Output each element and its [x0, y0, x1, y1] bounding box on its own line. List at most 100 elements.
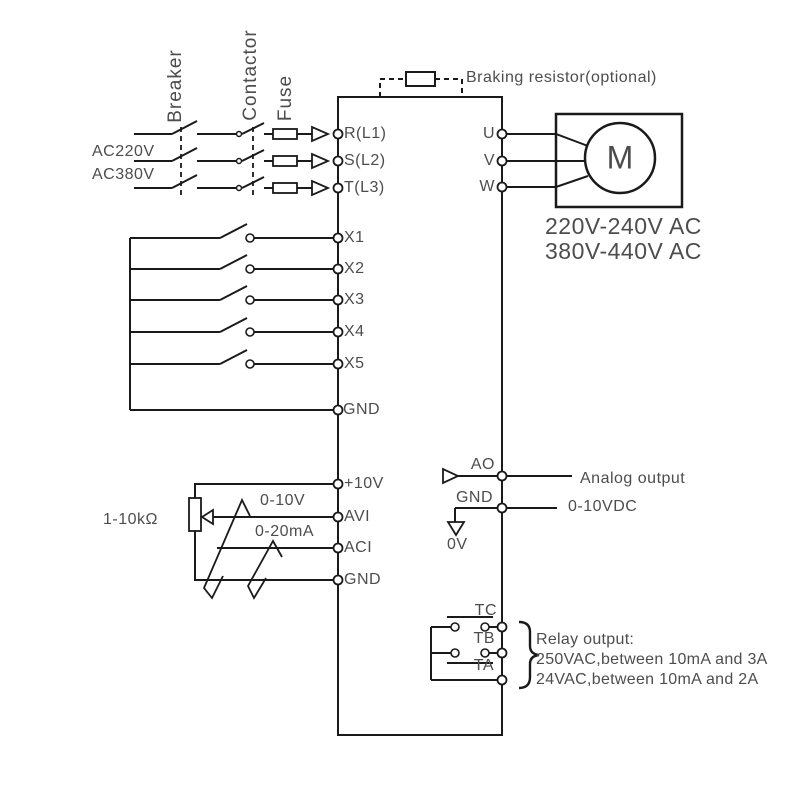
analog-output-group: [442, 467, 572, 537]
terminal-x5-label: X5: [344, 355, 365, 372]
terminal-u-label: U: [482, 125, 495, 142]
terminal-s-label: S(L2): [344, 152, 386, 169]
switch-blade: [219, 254, 248, 270]
terminal-w-label: W: [479, 178, 495, 195]
relay-output-desc-block: Relay output: 250VAC,between 10mA and 3A…: [536, 630, 768, 690]
terminal-gnd-circle: [332, 404, 344, 416]
motor-voltage-line1: 220V-240V AC: [545, 213, 702, 239]
terminal-x3-label: X3: [344, 291, 365, 308]
terminal-aci-label: ACI: [344, 539, 373, 556]
input-arrow-icon: [311, 125, 331, 143]
input-arrow-icon: [311, 152, 331, 170]
contactor-hinge: [235, 184, 243, 192]
terminal-x1-circle: [332, 232, 344, 244]
terminal-t-label: T(L3): [344, 179, 385, 196]
motor-voltage-block: 220V-240V AC 380V-440V AC: [545, 214, 702, 264]
pot-top-wire: [194, 483, 333, 498]
digital-inputs-group: [129, 223, 333, 411]
avi-range-label: 0-10V: [260, 492, 306, 509]
potentiometer-label: 1-10kΩ: [103, 511, 158, 528]
relay-output-line2: 250VAC,between 10mA and 3A: [536, 651, 768, 668]
switch-blade: [219, 349, 248, 365]
switch-blade: [219, 223, 248, 239]
terminal-gnd2-label: GND: [344, 571, 382, 588]
twisted-pair-mark-2: [246, 539, 283, 600]
relay-contact-tb: [431, 648, 498, 664]
terminal-x4-circle: [332, 326, 344, 338]
right-terminal-circles: [496, 128, 508, 686]
analog-output-desc: Analog output: [580, 470, 686, 487]
input-arrow-icon: [311, 179, 331, 197]
switch-x4: [130, 317, 333, 337]
switch-x5: [130, 349, 333, 369]
ground-arrow-icon: [446, 521, 466, 537]
terminal-t-circle: [332, 182, 344, 194]
relay-output-line1: Relay output:: [536, 631, 635, 648]
pot-bottom-wire: [194, 531, 333, 581]
motor-voltage-line2: 380V-440V AC: [545, 238, 702, 264]
fuse-symbol: [272, 128, 298, 140]
terminal-x5-circle: [332, 358, 344, 370]
power-input-row-t: [134, 174, 331, 197]
breaker-label: Breaker: [165, 49, 186, 123]
terminal-gnd-label: GND: [343, 401, 381, 418]
terminal-aci-circle: [332, 542, 344, 554]
terminal-r-label: R(L1): [344, 125, 387, 142]
supply-voltage-380: AC380V: [92, 166, 155, 183]
contactor-hinge: [235, 157, 243, 165]
terminal-ao-circle: [496, 470, 508, 482]
wire-u: [506, 133, 589, 147]
terminal-w-circle: [496, 181, 508, 193]
terminal-x1-label: X1: [344, 229, 365, 246]
switch-x2: [130, 254, 333, 274]
terminal-s-circle: [332, 155, 344, 167]
terminal-gnd3-circle: [496, 502, 508, 514]
relay-output-group: [430, 616, 540, 690]
breaker-switch-blade: [171, 120, 198, 135]
terminal-x4-label: X4: [344, 323, 365, 340]
fuse-label: Fuse: [275, 74, 296, 122]
zero-volt-label: 0V: [447, 536, 468, 553]
aci-range-label: 0-20mA: [255, 523, 315, 540]
terminal-x3-circle: [332, 294, 344, 306]
terminal-x2-circle: [332, 263, 344, 275]
braking-resistor-symbol: [379, 71, 463, 97]
motor-box: [554, 112, 684, 209]
relay-contact-tc: [431, 616, 498, 632]
breaker-switch-blade: [171, 147, 198, 162]
relay-brace: [518, 620, 540, 690]
ao-arrow-icon: [442, 467, 461, 485]
terminal-r-circle: [332, 128, 344, 140]
supply-voltage-220: AC220V: [92, 143, 155, 160]
power-input-row-r: [134, 120, 331, 143]
terminal-u-circle: [496, 128, 508, 140]
terminal-avi-circle: [332, 511, 344, 523]
analog-input-group: [188, 483, 333, 600]
twisted-pair-mark-1: [202, 497, 251, 600]
wire-w: [506, 175, 589, 188]
terminal-tb-circle: [496, 647, 508, 659]
terminal-tb-label: TB: [473, 630, 495, 647]
switch-blade: [219, 285, 248, 301]
terminal-avi-label: AVI: [344, 508, 371, 525]
terminal-gnd3-label: GND: [455, 489, 493, 506]
terminal-v-label: V: [483, 152, 495, 169]
analog-output-range: 0-10VDC: [568, 498, 638, 515]
switch-x1: [130, 223, 333, 243]
breaker-switch-blade: [171, 174, 198, 189]
fuse-symbol: [272, 182, 298, 194]
switch-x3: [130, 285, 333, 305]
terminal-ta-circle: [496, 674, 508, 686]
switch-blade: [219, 317, 248, 333]
left-terminal-circles: [332, 128, 344, 586]
terminal-gnd2-circle: [332, 574, 344, 586]
contactor-label: Contactor: [240, 29, 261, 121]
terminal-10v-circle: [332, 478, 344, 490]
relay-output-line3: 24VAC,between 10mA and 2A: [536, 671, 759, 688]
motor-symbol: M: [606, 139, 634, 176]
terminal-10v-label: +10V: [344, 475, 384, 492]
terminal-tc-circle: [496, 621, 508, 633]
terminal-v-circle: [496, 155, 508, 167]
